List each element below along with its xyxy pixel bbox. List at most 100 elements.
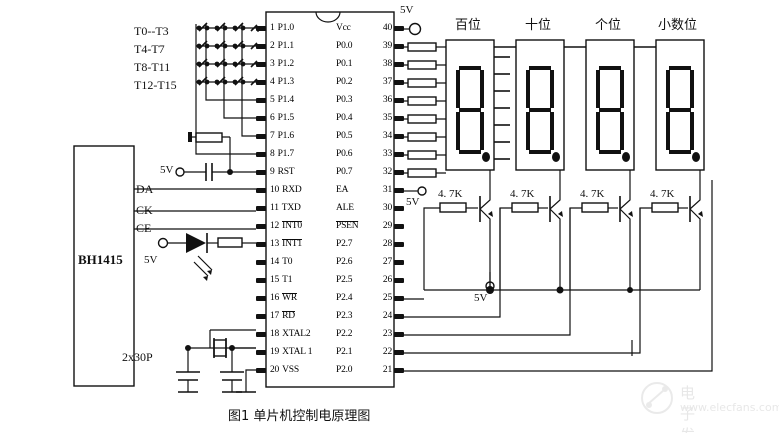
mcu-pin-right-name-33: P0.6	[336, 149, 353, 159]
mcu-pin-left-number-14: 14	[270, 257, 280, 267]
mcu-pin-right-name-25: P2.4	[336, 293, 353, 303]
ea-5v-terminal	[417, 186, 427, 196]
driver-1-resistor	[439, 202, 467, 213]
mcu-pin-right-name-28: P2.7	[336, 239, 353, 249]
watermark-logo-icon	[641, 382, 673, 414]
mcu-pin-right-number-32: 32	[382, 167, 392, 177]
watermark: 电子发烧友 www.elecfans.com	[640, 380, 779, 433]
mcu-pin-left-number-1: 1	[270, 23, 275, 33]
mcu-pin-right-name-23: P2.2	[336, 329, 353, 339]
led-emission-arrows-icon	[193, 255, 213, 277]
p0-resistor-array	[404, 42, 446, 178]
display-4-body	[655, 39, 705, 171]
mcu-pin-right-name-36: P0.3	[336, 95, 353, 105]
bh1415-pin-ce: CE	[136, 221, 152, 235]
mcu-pin-right-number-26: 26	[382, 275, 392, 285]
mcu-pin-left-name-20: VSS	[282, 365, 299, 375]
mcu-pin-right-number-28: 28	[382, 239, 392, 249]
mcu-pin-left-name-4: P1.3	[277, 77, 295, 87]
mcu-pin-right-name-29: PSEN	[336, 221, 359, 231]
mcu-pin-left-number-20: 20	[270, 365, 280, 375]
keypad-row-label-2: T8-T11	[134, 60, 171, 74]
mcu-pin-right-name-24: P2.3	[336, 311, 353, 321]
led-branch	[157, 233, 256, 281]
bh1415-label: BH1415	[78, 252, 123, 267]
emitter-5v-terminal	[485, 281, 495, 291]
led-diode-icon	[186, 233, 206, 253]
mcu-pin-right-name-40: Vcc	[336, 23, 351, 33]
mcu-pin-right-name-32: P0.7	[336, 167, 353, 177]
led-resistor	[217, 237, 243, 248]
mcu-pin-right-number-22: 22	[382, 347, 392, 357]
mcu-pin-left-number-10: 10	[270, 185, 280, 195]
mcu-pin-left-name-17: RD	[282, 311, 295, 321]
mcu-pin-right-number-29: 29	[382, 221, 392, 231]
mcu-pin-left-number-16: 16	[270, 293, 280, 303]
mcu-pin-right-32: P0.7 32	[336, 167, 392, 177]
mcu-pin-right-number-40: 40	[382, 23, 392, 33]
driver-2-resistor	[511, 202, 539, 213]
keypad-matrix	[195, 22, 258, 155]
display-3-label: 个位	[595, 18, 622, 33]
mcu-pin-right-number-34: 34	[382, 131, 392, 141]
mcu-pin-right-name-26: P2.5	[336, 275, 353, 285]
mcu-pin-left-number-11: 11	[270, 203, 279, 213]
mcu-pin-right-26: P2.5 26	[336, 275, 392, 285]
mcu-pin-left-name-9: RST	[277, 167, 295, 177]
reset-5v-label: 5V	[160, 164, 174, 176]
crystal-xtal	[213, 339, 227, 357]
display-3-body	[585, 39, 635, 171]
ea-5v-label: 5V	[406, 196, 420, 208]
crystal-caps-label: 2x30P	[122, 350, 153, 364]
mcu-pin-left-number-19: 19	[270, 347, 280, 357]
mcu-pin-right-name-31: EA	[336, 185, 349, 195]
mcu-pin-right-name-34: P0.5	[336, 131, 353, 141]
mcu-pin-right-name-35: P0.4	[336, 113, 353, 123]
mcu-pin-left-name-12: INT0	[282, 221, 302, 231]
mcu-pin-right-name-27: P2.6	[336, 257, 353, 267]
mcu-pin-left-number-9: 9	[270, 167, 275, 177]
watermark-url: www.elecfans.com	[680, 401, 779, 414]
mcu-pin-right-number-21: 21	[382, 365, 392, 375]
mcu-pin-right-number-35: 35	[382, 113, 392, 123]
display-4-label: 小数位	[658, 18, 698, 33]
mcu-right-pin-stubs	[394, 26, 404, 373]
reset-resistor	[195, 132, 223, 143]
display-1-label: 百位	[455, 18, 482, 33]
mcu-pin-right-name-22: P2.1	[336, 347, 353, 357]
watermark-brand: 电子发烧友	[680, 384, 696, 433]
ea-5v-branch	[404, 186, 427, 196]
reset-5v-terminal	[175, 167, 185, 177]
mcu-pin-left-number-7: 7	[270, 131, 275, 141]
mcu-pin-left-name-8: P1.7	[277, 149, 295, 159]
mcu-pin-left-number-18: 18	[270, 329, 280, 339]
keypad-row-label-3: T12-T15	[134, 78, 177, 92]
mcu-pin-right-40: Vcc 40	[336, 23, 392, 33]
driver-3-resistor-label: 4. 7K	[580, 188, 605, 200]
crystal-circuit	[176, 329, 256, 393]
mcu-pin-left-number-15: 15	[270, 275, 280, 285]
keypad-row-label-0: T0--T3	[134, 24, 169, 38]
reset-circuit	[175, 132, 256, 181]
seven-segment-displays	[445, 39, 705, 171]
mcu-pin-left-name-10: RXD	[282, 185, 302, 195]
mcu-pin-left-name-11: TXD	[281, 203, 301, 213]
